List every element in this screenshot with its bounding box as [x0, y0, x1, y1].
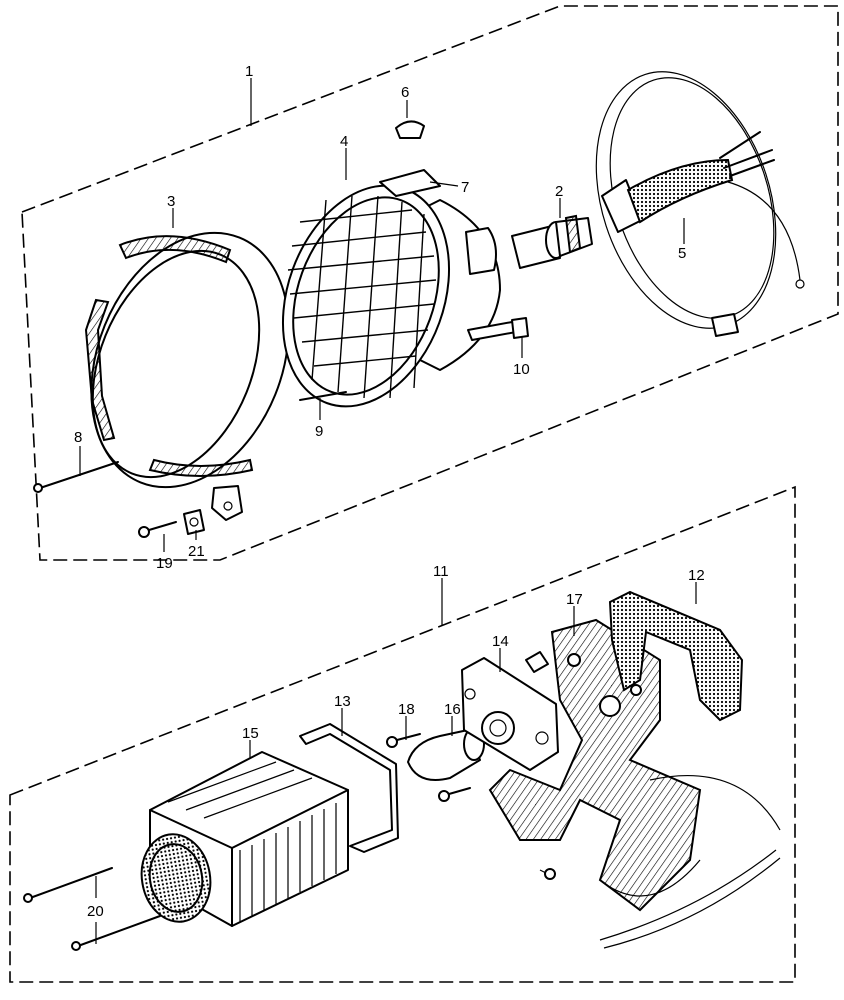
headlight-rim — [84, 231, 290, 521]
callout-16: 16 — [444, 701, 461, 718]
taillight-assembly-boundary — [9, 485, 796, 983]
callout-6: 6 — [401, 84, 409, 101]
screw-19 — [138, 521, 177, 538]
adjusting-screw-8 — [33, 461, 119, 493]
callout-2: 2 — [555, 183, 563, 200]
headlight-case-wiring — [595, 71, 805, 337]
callout-10: 10 — [513, 361, 530, 378]
callout-7: 7 — [461, 179, 469, 196]
callout-17: 17 — [566, 591, 583, 608]
taillight-bulb — [407, 727, 485, 781]
screw-20 — [23, 867, 161, 951]
washer-21 — [183, 509, 205, 535]
bulb-socket — [511, 214, 593, 269]
callout-21: 21 — [188, 543, 205, 560]
callout-8: 8 — [74, 429, 82, 446]
callout-9: 9 — [315, 423, 323, 440]
callout-1: 1 — [245, 63, 253, 80]
callout-14: 14 — [492, 633, 509, 650]
lens-gasket — [299, 723, 399, 853]
headlight-assembly-boundary — [21, 5, 839, 561]
callout-11: 11 — [433, 563, 449, 580]
sealed-beam-unit — [281, 169, 517, 408]
callout-18: 18 — [398, 701, 415, 718]
adjusting-screw-9 — [299, 391, 347, 401]
callout-numbers: 1 2 3 4 5 6 7 8 9 10 11 12 13 14 15 16 1… — [74, 63, 705, 920]
taillight-cover — [608, 590, 744, 722]
taillight-bracket — [488, 618, 781, 949]
taillight-lens — [140, 751, 349, 927]
callout-20: 20 — [87, 903, 104, 920]
callout-15: 15 — [242, 725, 259, 742]
callout-13: 13 — [334, 693, 351, 710]
callout-12: 12 — [688, 567, 705, 584]
clip-10 — [511, 317, 529, 339]
rubber-plug — [395, 120, 425, 139]
callout-4: 4 — [340, 133, 348, 150]
callout-5: 5 — [678, 245, 686, 262]
screw-18 — [386, 733, 471, 802]
callout-19: 19 — [156, 555, 173, 572]
leader-lines — [79, 78, 697, 944]
socket-plate — [461, 651, 559, 771]
callout-3: 3 — [167, 193, 175, 210]
